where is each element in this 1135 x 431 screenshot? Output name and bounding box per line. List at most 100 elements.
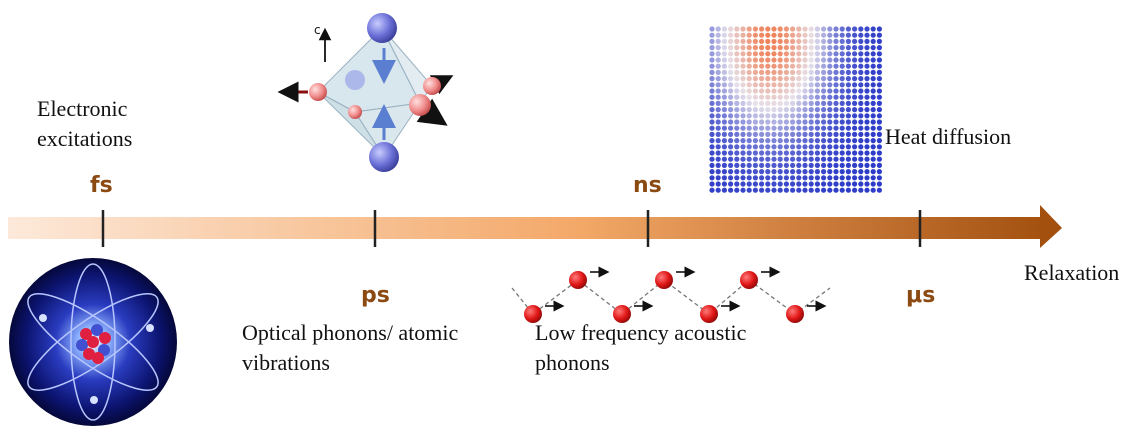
- heat-dot: [709, 138, 715, 144]
- heat-dot: [721, 57, 728, 63]
- heat-dot: [728, 69, 734, 75]
- heat-dot: [746, 169, 752, 175]
- heat-dot: [821, 38, 827, 45]
- heat-dot: [752, 32, 759, 38]
- heat-dot: [715, 144, 721, 150]
- heat-dot: [746, 144, 752, 150]
- heat-dot: [808, 138, 814, 144]
- heat-dot: [777, 94, 783, 100]
- heat-dot: [814, 51, 821, 57]
- heat-dot: [771, 51, 777, 57]
- heat-dot: [802, 175, 808, 181]
- heat-dot: [765, 113, 771, 119]
- heat-dot: [839, 26, 845, 32]
- heat-dot: [759, 94, 765, 100]
- heat-dot: [721, 107, 728, 113]
- heat-dot: [721, 69, 728, 75]
- heat-dot: [783, 187, 790, 193]
- heat-dot: [752, 38, 759, 45]
- heat-dot: [796, 26, 802, 32]
- heat-dot: [790, 162, 796, 168]
- heat-dot: [833, 26, 839, 32]
- heat-dot: [870, 175, 876, 181]
- acoustic-phonon-chain: [511, 266, 831, 323]
- heat-dot: [821, 187, 827, 193]
- heat-dot: [808, 51, 814, 57]
- heat-dot: [796, 45, 802, 51]
- heat-dot: [728, 150, 734, 156]
- heat-dot: [796, 32, 802, 38]
- heat-dot: [870, 32, 876, 38]
- heat-dot: [845, 131, 852, 137]
- heat-dot: [827, 175, 833, 181]
- heat-dot: [740, 175, 746, 181]
- heat-dot: [852, 26, 858, 32]
- heat-dot: [740, 125, 746, 131]
- heat-dot: [746, 107, 752, 113]
- heat-dot: [802, 181, 808, 187]
- heat-dot: [864, 82, 870, 88]
- heat-dot: [827, 88, 833, 94]
- oxygen-atom: [309, 83, 327, 101]
- heat-dot: [771, 125, 777, 131]
- heat-dot: [870, 69, 876, 75]
- heat-dot: [827, 63, 833, 69]
- heat-dot: [709, 82, 715, 88]
- heat-dot: [870, 138, 876, 144]
- heat-dot: [808, 187, 814, 193]
- heat-dot: [783, 63, 790, 69]
- heat-dot: [721, 156, 728, 162]
- heat-dot: [728, 175, 734, 181]
- heat-dot: [839, 162, 845, 168]
- heat-dot: [839, 57, 845, 63]
- heat-dot: [876, 51, 883, 57]
- heat-dot: [821, 144, 827, 150]
- heat-dot: [709, 38, 715, 45]
- heat-dot: [783, 131, 790, 137]
- heat-dot: [839, 88, 845, 94]
- heat-dot: [858, 76, 864, 82]
- heat-dot: [852, 100, 858, 106]
- heat-dot: [746, 26, 752, 32]
- heat-dot: [752, 125, 759, 131]
- heat-dot: [777, 51, 783, 57]
- heat-dot: [864, 32, 870, 38]
- heat-dot: [858, 169, 864, 175]
- heat-dot: [821, 32, 827, 38]
- heat-dot: [777, 125, 783, 131]
- heat-dot: [821, 107, 827, 113]
- heat-dot: [827, 26, 833, 32]
- heat-dot: [870, 113, 876, 119]
- heat-dot: [833, 107, 839, 113]
- heat-dot: [796, 138, 802, 144]
- heat-dot: [746, 181, 752, 187]
- heat-dot: [715, 150, 721, 156]
- heat-dot: [777, 113, 783, 119]
- heat-dot: [864, 88, 870, 94]
- heat-dot: [740, 138, 746, 144]
- heat-dot: [858, 150, 864, 156]
- heat-dot: [715, 175, 721, 181]
- heat-dot: [870, 169, 876, 175]
- heat-dot: [765, 144, 771, 150]
- heat-dot: [876, 187, 883, 193]
- heat-dot: [802, 69, 808, 75]
- heat-dot: [827, 38, 833, 45]
- heat-dot: [802, 76, 808, 82]
- heat-dot: [783, 45, 790, 51]
- heat-dot: [765, 88, 771, 94]
- heat-dot: [715, 76, 721, 82]
- heat-dot: [858, 26, 864, 32]
- heat-dot: [734, 94, 740, 100]
- heat-dot: [734, 113, 740, 119]
- heat-dot: [765, 131, 771, 137]
- heat-dot: [802, 131, 808, 137]
- heat-dot: [864, 156, 870, 162]
- heat-dot: [864, 107, 870, 113]
- heat-dot: [721, 88, 728, 94]
- electron: [39, 314, 47, 322]
- heat-dot: [833, 169, 839, 175]
- atom-illustration: [9, 258, 177, 426]
- heat-dot: [759, 100, 765, 106]
